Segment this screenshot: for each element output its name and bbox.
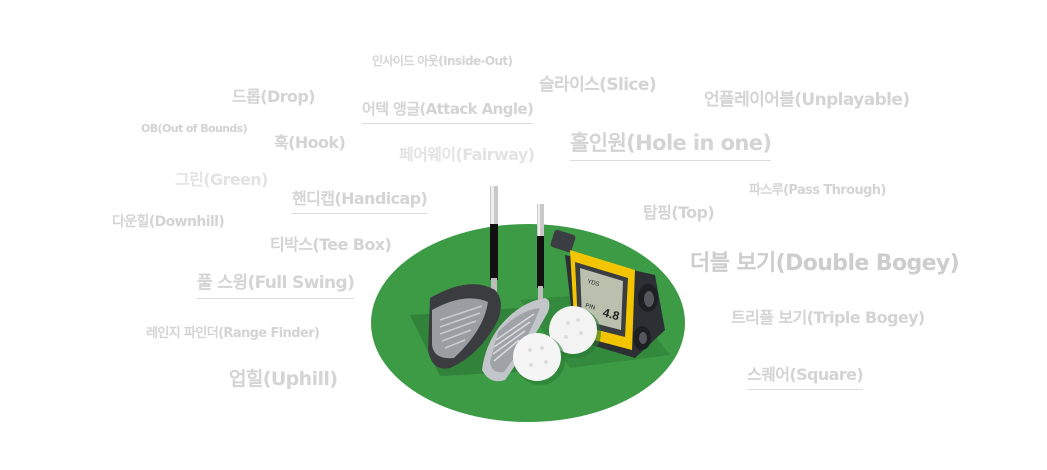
- term-hook: 훅(Hook): [274, 133, 346, 152]
- golf-equipment-illustration: YDS PIN 4.8: [371, 186, 685, 422]
- term-uphill: 업힐(Uphill): [229, 368, 338, 390]
- term-range-finder: 레인지 파인더(Range Finder): [146, 326, 320, 341]
- term-out-of-bounds: OB(Out of Bounds): [141, 122, 248, 135]
- term-tee-box: 티박스(Tee Box): [270, 235, 392, 254]
- rangefinder-reading: 4.8: [601, 305, 621, 323]
- term-downhill: 다운힐(Downhill): [112, 214, 225, 230]
- golf-ball-icon: [513, 306, 601, 385]
- term-triple-bogey: 트리플 보기(Triple Bogey): [731, 308, 925, 327]
- term-pass-through: 파스루(Pass Through): [749, 183, 886, 198]
- term-unplayable: 언플레이어블(Unplayable): [704, 90, 910, 110]
- term-handicap: 핸디캡(Handicap): [292, 191, 428, 214]
- term-attack-angle: 어텍 앵글(Attack Angle): [362, 102, 534, 124]
- term-double-bogey: 더블 보기(Double Bogey): [690, 251, 960, 276]
- rangefinder-unit: YDS: [586, 279, 599, 288]
- term-full-swing: 풀 스윙(Full Swing): [197, 275, 355, 299]
- term-top: 탑핑(Top): [643, 203, 715, 222]
- rangefinder-mode: PIN: [584, 303, 595, 311]
- term-slice: 슬라이스(Slice): [539, 75, 657, 95]
- term-inside-out: 인사이드 아웃(Inside-Out): [372, 54, 513, 68]
- term-hole-in-one: 홀인원(Hole in one): [570, 133, 772, 161]
- term-fairway: 페어웨이(Fairway): [399, 145, 535, 164]
- term-drop: 드롭(Drop): [232, 87, 315, 106]
- term-square: 스퀘어(Square): [747, 367, 864, 390]
- term-green: 그린(Green): [175, 170, 268, 189]
- golf-iron-icon: [482, 204, 550, 382]
- golf-driver-icon: [428, 186, 501, 369]
